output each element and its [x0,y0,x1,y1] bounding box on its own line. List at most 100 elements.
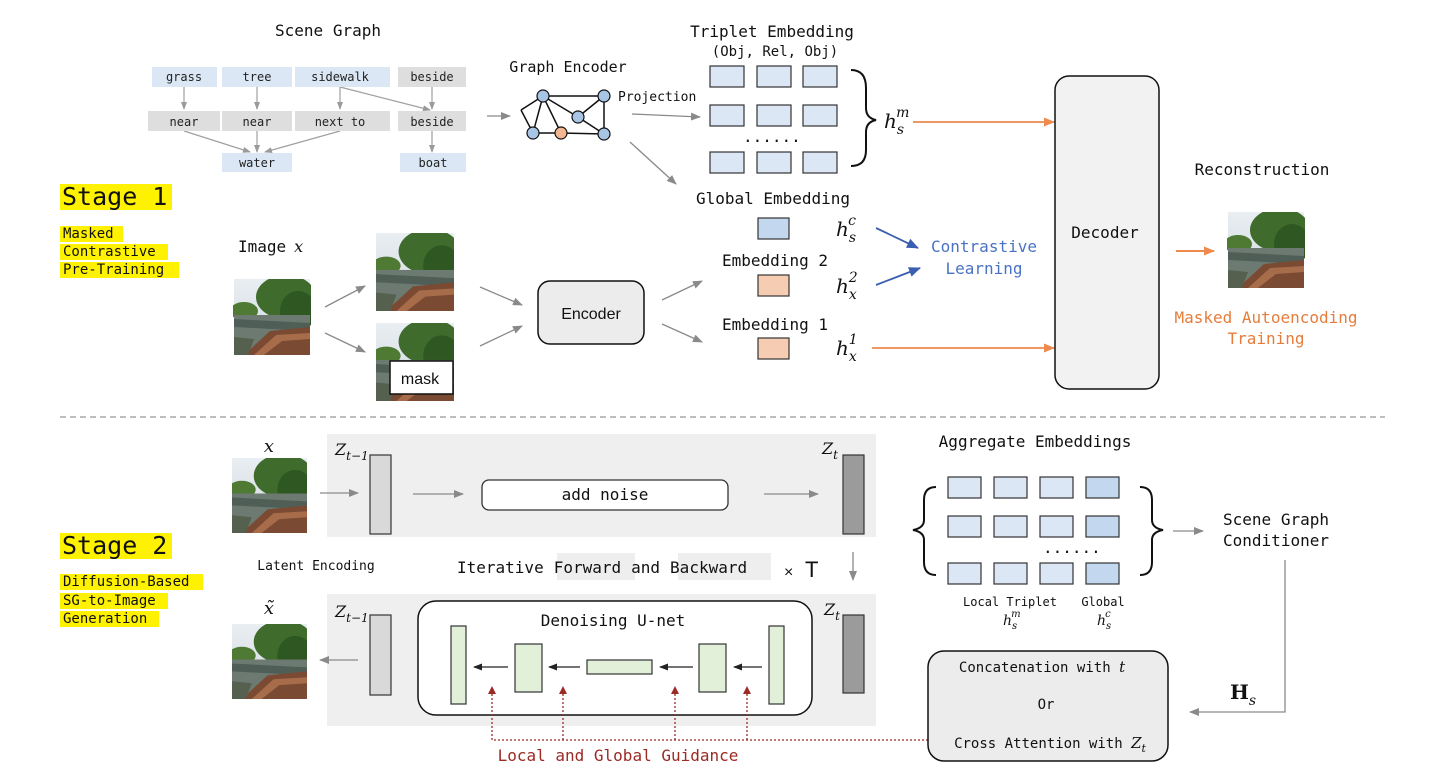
arrow-encoder-to-emb1 [661,323,703,343]
global-embedding: Global Embedding hsc [696,189,856,246]
concat-line-1: Concatenation with t [959,658,1126,676]
sg-node-label: sidewalk [311,70,370,84]
sg-node-label: water [239,156,275,170]
sg-node-label: near [170,115,199,129]
contrastive-line-1: Contrastive [931,237,1037,256]
global-embedding-label: Global Embedding [696,189,850,208]
sg-node [398,111,466,131]
stage2-title-highlight [60,533,172,559]
augmented-image-1 [376,233,454,311]
embedding-1-symbol: hx1 [836,332,858,365]
stage2-subtitle-1: Diffusion-Based [63,574,189,590]
sg-node-label: beside [410,115,453,129]
aggregate-local-label: Local Triplet [963,595,1057,609]
add-noise-box [481,479,729,511]
guidance-lines [491,692,928,741]
arrow-encoder-to-global [629,141,677,185]
sg-edge [339,86,431,112]
masked-ae-line-1: Masked Autoencoding [1174,308,1357,327]
embedding-1: Embedding 1 hx1 [722,315,858,365]
arrow-emb2-to-contrastive [875,267,921,286]
sg-edge [183,130,251,153]
sg-node-label: near [243,115,272,129]
masked-ae-line-2: Training [1227,329,1304,348]
backward-zprev-label: Zt−1 [334,602,369,625]
forward-zprev-label: Zt−1 [334,440,369,463]
aggregate-brace-left [912,486,937,576]
sg-node-label: next to [315,115,366,129]
Hs-symbol: Hs [1230,680,1256,709]
stage2-sub-highlight-3 [60,611,159,627]
graph-node [597,127,611,141]
arrow-global-to-contrastive [875,227,919,249]
unet-label: Denoising U-net [541,611,686,630]
arrow-view2-to-encoder [479,325,523,347]
stage2-subtitle-3: Generation [63,611,147,627]
guidance-arrowheads [488,686,751,694]
stage1-labels: Stage 1 Masked Contrastive Pre-Training [60,182,179,278]
embedding-2-symbol: hx2 [836,270,858,303]
graph-node [536,89,550,103]
stage1-subtitle-3: Pre-Training [63,262,164,278]
concat-line-3: Cross Attention with Zt [954,734,1146,755]
stage1-sub-highlight-1 [60,226,123,242]
encoder-label: Encoder [561,306,621,323]
triplet-embedding: Triplet Embedding (Obj, Rel, Obj) ......… [690,22,909,174]
stage1-subtitle-2: Contrastive [63,244,156,260]
sg-node-label: grass [166,70,202,84]
sg-node [222,67,292,87]
aggregate-brace-right [1139,486,1164,576]
sg-node [222,153,292,172]
aggregate-global-label: Global [1081,595,1124,609]
mask-box [389,360,454,395]
graph-node [571,110,585,124]
backward-zt-label: Zt [823,600,840,623]
triplet-symbol: hsm [884,105,909,138]
stage2-title: Stage 2 [62,531,167,560]
iterative-times: × [784,564,793,581]
backward-zprev-bar [369,614,392,696]
concat-line-2: Or [1038,697,1055,713]
aggregate-title: Aggregate Embeddings [939,432,1132,451]
scene-graph: Scene Graph grass tree sidewalk beside n… [148,21,466,172]
sg-node [152,67,217,87]
forward-zprev-bar [369,454,392,535]
decoder-box [1054,75,1160,390]
latent-encoding-label: Latent Encoding [257,559,374,574]
forward-input-image [232,458,307,533]
unet-blocks [450,625,785,705]
backward-x-tilde: x̃ [264,598,275,619]
projection-label: Projection [618,90,696,105]
forward-x-label: x [264,436,274,457]
add-noise-label: add noise [562,485,649,504]
arrow-image-to-view2 [324,332,366,353]
embedding-1-label: Embedding 1 [722,315,828,334]
graph-encoder: Graph Encoder Projection [509,58,696,141]
triplet-dots: ...... [743,127,801,146]
arrow-encoder-to-emb2 [661,280,703,301]
sg-node [398,67,466,87]
conditioner-line-2: Conditioner [1223,531,1329,550]
stage1-subtitle-1: Masked [63,226,114,242]
stage1-title-highlight [60,184,172,210]
contrastive-line-2: Learning [945,259,1022,278]
scene-graph-title: Scene Graph [275,21,381,40]
sg-node-label: tree [243,70,272,84]
backward-highlight [678,553,771,580]
sg-node [295,67,390,87]
stage1-sub-highlight-2 [60,244,168,260]
embedding-2-label: Embedding 2 [722,251,828,270]
graph-node [554,126,568,140]
decoder-label: Decoder [1071,223,1139,242]
aggregate-local-grid [947,476,1074,585]
triplet-title: Triplet Embedding [690,22,854,41]
aggregate-local-symbol: hsm [1003,609,1021,632]
sg-edge [264,130,341,154]
encoder-box [537,280,645,345]
embedding-2: Embedding 2 hx2 [722,251,858,303]
guidance-label: Local and Global Guidance [498,746,739,765]
graph-encoder-title: Graph Encoder [509,58,626,76]
